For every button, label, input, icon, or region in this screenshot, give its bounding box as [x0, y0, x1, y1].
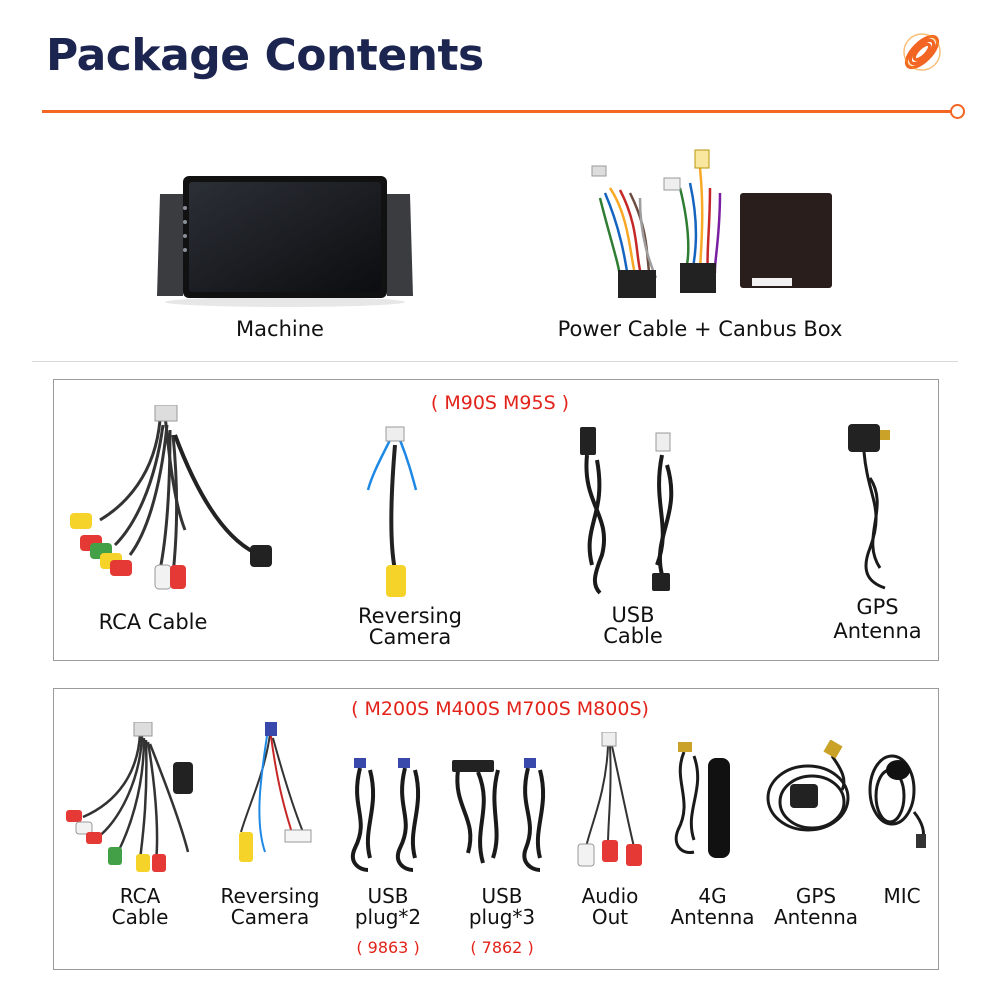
rca-cable-label: RCA Cable: [98, 610, 208, 634]
gps-antenna-2-label-line1: GPS: [795, 884, 837, 908]
head-unit-screen-image: [155, 172, 415, 307]
rca-cable-image-2: [58, 722, 198, 872]
gps-antenna-image-2: [762, 740, 862, 855]
usb-plug-2-code: ( 9863 ): [356, 938, 420, 957]
usb-plug-triple-image: [448, 758, 558, 878]
section-1-models: ( M90S M95S ): [430, 392, 570, 414]
gps-antenna-label-line1: GPS: [856, 595, 899, 619]
audio-out-cable-image: [572, 732, 652, 872]
reversing-camera-label-line2: Camera: [368, 625, 452, 649]
4g-antenna-label-line1: 4G: [698, 884, 727, 908]
usb-cable-label-line2: Cable: [603, 624, 663, 648]
machine-label: Machine: [236, 317, 324, 341]
usb-plug-3-code: ( 7862 ): [470, 938, 534, 957]
power-cable-canbus-label: Power Cable + Canbus Box: [557, 317, 843, 341]
rca-cable-2-label-line2: Cable: [111, 905, 169, 929]
rca-cable-image: [65, 405, 280, 595]
reversing-camera-2-label-line2: Camera: [230, 905, 310, 929]
microphone-image: [862, 742, 932, 852]
usb-plug-pair-image: [340, 758, 436, 878]
4g-antenna-image: [664, 740, 744, 865]
usb-plug-3-label-line1: USB: [481, 884, 523, 908]
usb-plug-2-label-line1: USB: [367, 884, 409, 908]
power-harness-canbus-image: [580, 148, 840, 303]
mic-label: MIC: [883, 884, 921, 908]
usb-plug-2-label-line2: plug*2: [354, 905, 422, 929]
usb-cable-label-line1: USB: [611, 603, 655, 627]
divider-end-dot: [950, 104, 965, 119]
reversing-camera-2-label-line1: Reversing: [220, 884, 320, 908]
header-divider: [42, 110, 952, 113]
usb-cable-image: [572, 425, 692, 595]
reversing-camera-cable-image-2: [225, 722, 315, 872]
reversing-camera-label-line1: Reversing: [358, 604, 462, 628]
section-2-models: ( M200S M400S M700S M800S): [351, 698, 649, 720]
rca-cable-2-label-line1: RCA: [119, 884, 161, 908]
usb-plug-3-label-line2: plug*3: [468, 905, 536, 929]
orange-spiral-logo-icon: [898, 28, 946, 76]
gps-antenna-2-label-line2: Antenna: [773, 905, 859, 929]
gps-antenna-label-line2: Antenna: [833, 619, 922, 643]
row-separator: [32, 361, 958, 362]
audio-out-label-line1: Audio: [581, 884, 639, 908]
gps-antenna-image: [840, 418, 910, 593]
reversing-camera-cable-image: [360, 425, 430, 600]
audio-out-label-line2: Out: [591, 905, 629, 929]
section-1-frame: [53, 379, 939, 661]
4g-antenna-label-line2: Antenna: [670, 905, 755, 929]
page-title: Package Contents: [46, 30, 484, 81]
